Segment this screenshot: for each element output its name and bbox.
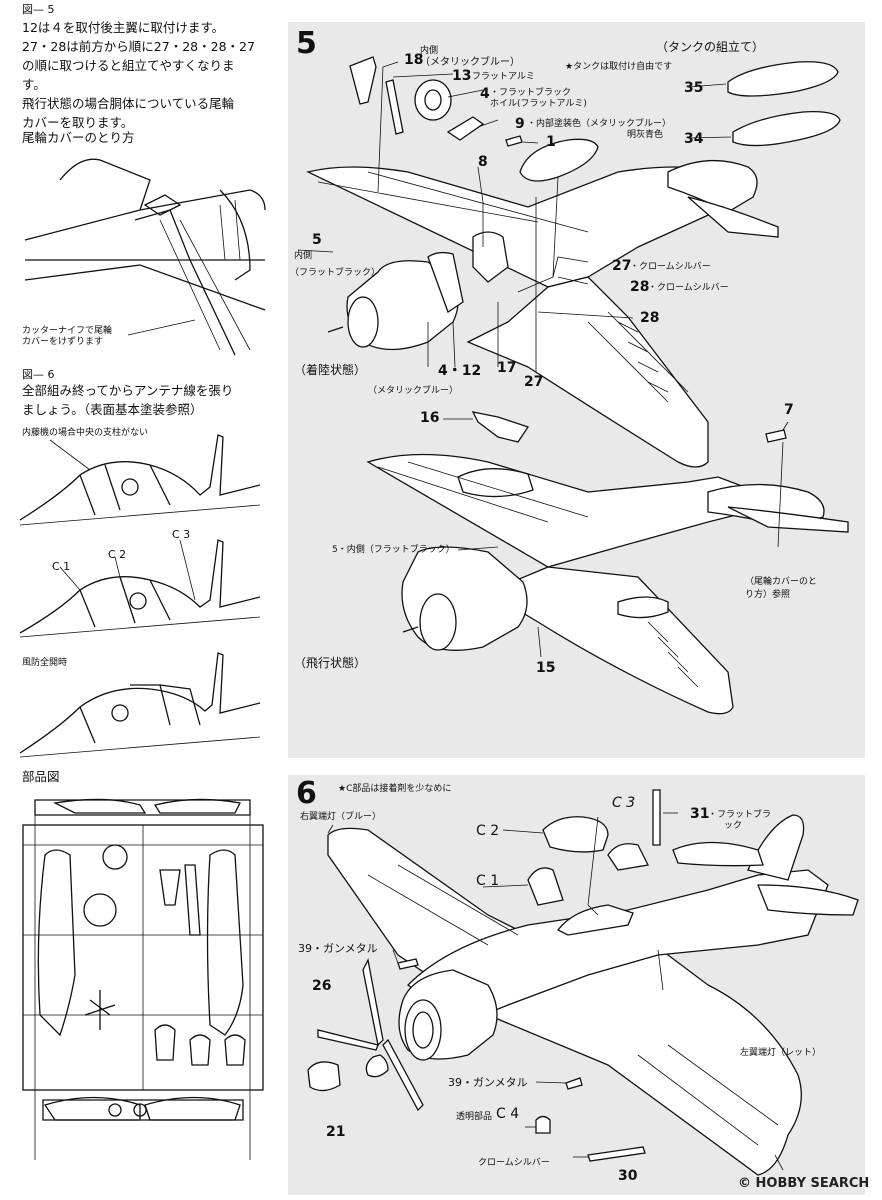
label-part-27-b: 27 [524, 374, 544, 390]
brand-text: HOBBY SEARCH [755, 1176, 870, 1191]
cutter-note: カッターナイフで尾輪 カバーをけずります [22, 326, 112, 348]
desc-line: り方）参照 [745, 590, 791, 600]
label-part-15: 15 [536, 660, 556, 676]
label-part-1: 1 [546, 134, 556, 150]
label-part-35: 35 [684, 80, 704, 96]
copyright-mark: © [738, 1176, 751, 1191]
label-part-4-12-desc: （メタリックブルー） [368, 386, 459, 396]
step6-drawing [307, 789, 859, 1176]
label-part-30: 30 [618, 1168, 638, 1184]
instruction-line: ましょう。（表面基本塗装参照） [22, 402, 203, 417]
desc-line: 内側 [294, 251, 313, 261]
desc-line: ・フラットブラ [708, 810, 772, 820]
tailcover-heading: 尾輪カバーのとり方 [22, 130, 135, 145]
landing-state-label: （着陸状態） [294, 363, 367, 377]
label-part-18-desc: 内側 （メタリックブルー） [420, 46, 520, 68]
label-c4: C 4 [496, 1106, 520, 1122]
label-part-26: 26 [312, 978, 332, 994]
instruction-line: の順に取つけると組立てやすくなりま [22, 58, 235, 73]
canopy-drawing-1 [19, 434, 261, 526]
label-part-31-desc: ・フラットブラ ック [708, 810, 771, 832]
tank-heading: （タンクの組立て） [656, 40, 765, 54]
label-part-7: 7 [784, 402, 794, 418]
watermark: © HOBBY SEARCH [738, 1176, 869, 1191]
label-part-5-desc: 内側 （フラットブラック） [290, 251, 380, 279]
parts-heading: 部品図 [22, 769, 60, 784]
fig5-instructions: 12は４を取付後主翼に取付けます。 27・28は前方から順に27・28・28・2… [22, 18, 255, 132]
naito-note: 内藤機の場合中央の支柱がない [22, 428, 149, 438]
label-part-13-desc: フラットアルミ [472, 72, 535, 82]
instruction-line: 12は４を取付後主翼に取付けます。 [22, 20, 225, 35]
instruction-line: 27・28は前方から順に27・28・28・27 [22, 39, 255, 54]
parts-sprue-drawing [22, 798, 264, 1160]
desc-line: （メタリックブルー） [420, 57, 520, 68]
left-wingtip-light: 左翼端灯（レット） [740, 1048, 822, 1058]
label-part-9-desc: ・内部塗装色（メタリックブルー） 明灰青色 [527, 119, 671, 141]
label-part-4-12: 4・12 [438, 363, 482, 379]
clear-part-label: 透明部品 [456, 1112, 493, 1122]
step5-number: 5 [296, 26, 317, 61]
label-part-27: 27 [612, 258, 632, 274]
canopy-label-c2: C 2 [108, 548, 127, 561]
label-part-16: 16 [420, 410, 440, 426]
tank-free-note: ★タンクは取付け自由です [565, 62, 673, 72]
fig6-instructions: 全部組み終ってからアンテナ線を張り ましょう。（表面基本塗装参照） [22, 381, 233, 419]
desc-line: 明灰青色 [627, 130, 664, 140]
note-line: カッターナイフで尾輪 [22, 326, 113, 336]
desc-line: ・フラットブラック [490, 88, 572, 98]
label-c2: C 2 [476, 823, 500, 839]
label-c1: C 1 [476, 873, 500, 889]
label-part-28-desc: ・クロームシルバー [648, 283, 729, 293]
label-part-9: 9 [515, 116, 525, 132]
canopy-drawing-2 [19, 539, 261, 638]
desc-line: ック [724, 821, 743, 831]
label-part-39-a: 39・ガンメタル [298, 942, 378, 955]
chrome-silver-label: クロームシルバー [478, 1158, 550, 1168]
label-part-18: 18 [404, 52, 424, 68]
label-part-39-b: 39・ガンメタル [448, 1076, 528, 1089]
tail-cover-ref: （尾輪カバーのと り方）参照 [745, 576, 817, 602]
canopy-label-c1: C 1 [52, 560, 71, 573]
fig6-title: 図— 6 [22, 368, 55, 381]
label-part-31: 31 [690, 806, 710, 822]
desc-line: （フラットブラック） [290, 268, 381, 278]
canopy-drawing-3 [19, 652, 261, 758]
instruction-line: 飛行状態の場合胴体についている尾輪 [22, 96, 235, 111]
label-part-28: 28 [630, 279, 650, 295]
label-part-34: 34 [684, 131, 704, 147]
step5-drawing [297, 56, 849, 715]
label-c3: C 3 [612, 795, 636, 811]
right-wingtip-light: 右翼端灯（ブルー） [300, 812, 382, 822]
canopy-label-c3: C 3 [172, 528, 191, 541]
label-part-4-desc: ・フラットブラック ホイル(フラットアルミ) [490, 88, 587, 110]
note-line: カバーをけずります [22, 337, 104, 347]
open-note: 風防全開時 [22, 658, 68, 668]
label-part-28-b: 28 [640, 310, 660, 326]
desc-line: ・内部塗装色（メタリックブルー） [527, 119, 672, 129]
flying-state-label: （飛行状態） [294, 656, 367, 670]
label-part-4: 4 [480, 86, 490, 102]
label-part-5: 5 [312, 232, 322, 248]
label-part-8: 8 [478, 154, 488, 170]
label-part-5-flying: 5・内側（フラットブラック） [332, 545, 455, 555]
desc-line: 内側 [420, 46, 439, 56]
instruction-line: 全部組み終ってからアンテナ線を張り [22, 383, 234, 398]
tailcover-drawing [24, 158, 266, 356]
instruction-line: す。 [22, 77, 46, 92]
label-part-17: 17 [497, 360, 517, 376]
label-part-13: 13 [452, 68, 472, 84]
fig5-title: 図— 5 [22, 3, 55, 16]
label-part-21: 21 [326, 1124, 346, 1140]
label-part-27-desc: ・クロームシルバー [630, 262, 711, 272]
instruction-line: カバーを取ります。 [22, 115, 134, 130]
desc-line: ホイル(フラットアルミ) [490, 99, 587, 109]
step6-number: 6 [296, 776, 317, 811]
desc-line: （尾輪カバーのと [745, 577, 818, 587]
step6-note: ★C部品は接着剤を少なめに [338, 784, 452, 794]
